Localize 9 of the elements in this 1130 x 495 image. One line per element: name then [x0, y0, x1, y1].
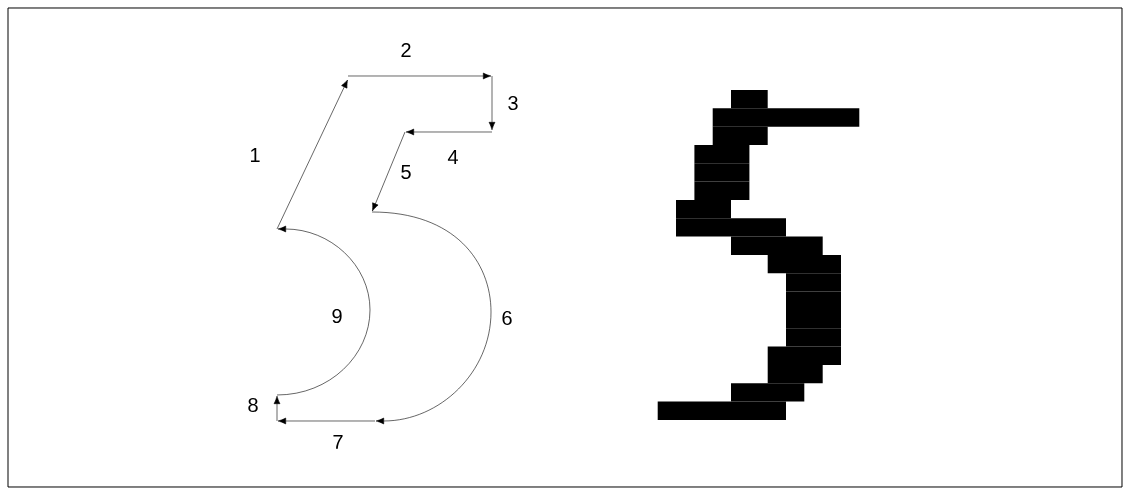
stroke-number: 7	[333, 435, 343, 449]
stroke-number: 8	[248, 397, 258, 413]
stroke-number: 1	[250, 148, 260, 162]
stroke-number: 4	[447, 150, 458, 164]
stroke-number: 5	[401, 165, 411, 179]
stroke-number: 9	[332, 308, 342, 324]
stroke-number: 3	[508, 95, 518, 111]
stroke-number: 2	[401, 43, 411, 57]
stroke-number: 6	[502, 310, 512, 326]
